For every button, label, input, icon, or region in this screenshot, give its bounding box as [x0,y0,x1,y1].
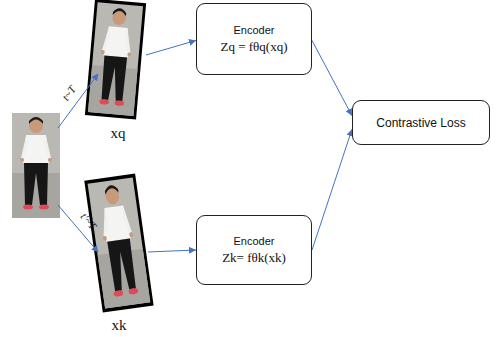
box-title: Contrastive Loss [376,116,465,130]
box-title: Encoder [234,24,275,36]
arrow-connector [148,250,196,252]
image-caption: xk [112,317,127,334]
arrow-connector [312,129,352,250]
image-view: xk [90,176,148,334]
image-view: xq [90,0,146,142]
arrow-connector [146,40,196,55]
box-text: Zq = fθq(xq) [221,39,288,55]
box-title: Encoder [234,235,275,247]
box-text: Zk= fθk(xk) [222,250,286,266]
image-caption: xq [111,125,126,142]
encoder-box: Encoder Zq = fθq(xq) [196,3,312,75]
transform-label: t~T [60,83,79,102]
arrow-connector [312,40,352,115]
encoder-box: EncoderZk= fθk(xk) [196,215,312,285]
loss-box: Contrastive Loss [352,100,490,145]
